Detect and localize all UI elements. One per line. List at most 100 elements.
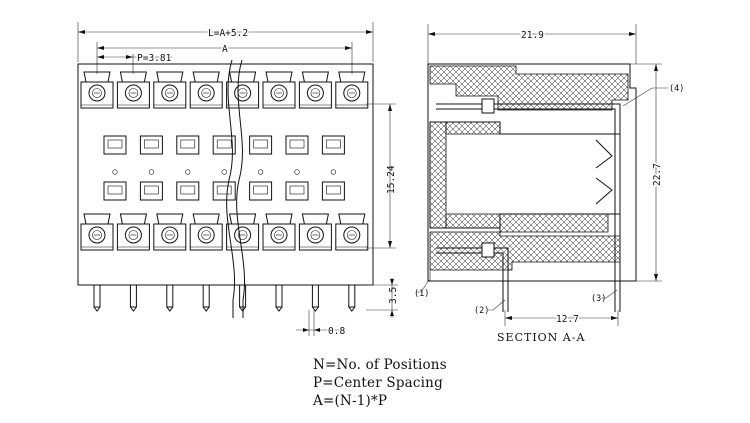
pin-length-dimension: 3.5 xyxy=(366,278,399,318)
housing-cavity xyxy=(429,121,621,229)
housing-section-wall xyxy=(445,121,501,135)
front-view: L=A+5.2 A P=3.81 xyxy=(77,22,399,339)
pin xyxy=(275,284,283,312)
screw-slot xyxy=(237,230,248,240)
pin-shank xyxy=(275,284,283,308)
svg-text:(2): (2) xyxy=(474,306,489,316)
notes: N=No. of Positions P=Center Spacing A=(N… xyxy=(313,356,447,410)
screw-slot xyxy=(310,230,321,240)
section-width-dimension: 21.9 xyxy=(427,24,637,64)
terminal-housing xyxy=(298,81,332,109)
svg-text:(1): (1) xyxy=(414,289,429,299)
wire-entry xyxy=(249,135,273,155)
terminal-housing xyxy=(335,81,369,109)
terminal-cap xyxy=(119,71,148,83)
bottom-wire-entry xyxy=(176,181,200,201)
section-height-label: 22.7 xyxy=(652,163,663,186)
lower-contact xyxy=(436,242,509,312)
pin xyxy=(93,284,101,312)
top-wire-entry xyxy=(139,135,163,155)
pin xyxy=(202,284,210,312)
bottom-terminal xyxy=(80,213,114,251)
screw-slot xyxy=(310,88,321,98)
wire-entry-inner xyxy=(216,139,232,149)
bottom-wire-entry xyxy=(139,181,163,201)
top-wire-entry xyxy=(212,135,236,155)
housing-section-wall xyxy=(499,213,609,233)
wire-entry xyxy=(139,135,163,155)
screw-slot xyxy=(128,230,139,240)
screw-head xyxy=(306,226,324,244)
pin-tip xyxy=(130,306,137,312)
wire-entry-inner xyxy=(289,185,305,195)
terminal-cap xyxy=(156,213,184,225)
pins xyxy=(93,284,356,312)
terminal-housing xyxy=(80,81,114,109)
note-spacing: P=Center Spacing xyxy=(313,375,443,391)
terminal-housing xyxy=(298,223,332,251)
screw-slot xyxy=(165,230,175,240)
section-view: 21.9 22.7 xyxy=(414,24,684,327)
top-wire-entry xyxy=(176,135,200,155)
locator-dot xyxy=(330,169,337,175)
wire-entry-inner xyxy=(107,185,123,195)
locator-dot xyxy=(185,169,191,175)
wire-entry-inner xyxy=(326,185,341,195)
screw-head xyxy=(88,226,106,244)
upper-contact xyxy=(436,98,621,282)
screw-slot xyxy=(128,88,139,98)
pin-shank xyxy=(311,284,319,308)
connector-body xyxy=(77,63,374,286)
terminal-housing xyxy=(226,81,260,109)
screw-head xyxy=(270,226,288,244)
height-dimension: 15.24 xyxy=(366,103,397,249)
terminal-cap xyxy=(192,213,220,225)
terminal-cap xyxy=(83,213,111,225)
terminal-cap xyxy=(228,213,257,225)
wire-entry xyxy=(285,181,309,201)
terminal-housing xyxy=(116,223,150,251)
section-title: SECTION A-A xyxy=(497,331,586,344)
section-width-label: 21.9 xyxy=(521,30,544,41)
pin-tip xyxy=(202,306,210,312)
top-wire-entry xyxy=(321,135,345,155)
screw-head xyxy=(124,226,142,244)
span-a-label: A xyxy=(222,44,228,55)
wire-entry xyxy=(285,135,309,155)
callout-3: (3) xyxy=(591,289,618,304)
terminal-cap xyxy=(265,213,293,225)
wire-entry-inner xyxy=(180,185,196,195)
pin-shank xyxy=(129,284,137,308)
terminal-housing xyxy=(153,223,187,251)
wire-entry-inner xyxy=(253,139,268,149)
terminal-housing xyxy=(262,81,296,109)
terminal-cap xyxy=(156,71,184,83)
housing-section-wall xyxy=(445,213,501,229)
screw-head xyxy=(343,84,361,102)
wire-entry-inner xyxy=(253,185,268,195)
terminal-housing xyxy=(226,223,260,251)
wire-entry-inner xyxy=(144,139,159,149)
pin-offset-label: 12.7 xyxy=(556,314,579,325)
wire-entry xyxy=(321,181,345,201)
pin-shank xyxy=(166,284,174,308)
top-terminal xyxy=(153,71,187,109)
top-terminal xyxy=(335,71,369,109)
terminal-cap xyxy=(338,213,366,225)
top-terminal xyxy=(80,71,114,109)
screw-head xyxy=(234,84,252,102)
pin-shank xyxy=(202,284,210,308)
locator-dot xyxy=(258,169,264,175)
locator-dot xyxy=(112,169,118,175)
screw-head xyxy=(306,84,324,102)
callout-2: (2) xyxy=(474,299,506,316)
bottom-terminal xyxy=(226,213,260,251)
screw-slot xyxy=(274,230,284,240)
bottom-terminal xyxy=(335,213,369,251)
svg-text:(4): (4) xyxy=(669,84,684,94)
height-label: 15.24 xyxy=(386,165,397,194)
wire-entry xyxy=(176,181,200,201)
top-terminal xyxy=(116,71,150,109)
pin-shank xyxy=(93,284,101,308)
terminal-cap xyxy=(265,71,293,83)
